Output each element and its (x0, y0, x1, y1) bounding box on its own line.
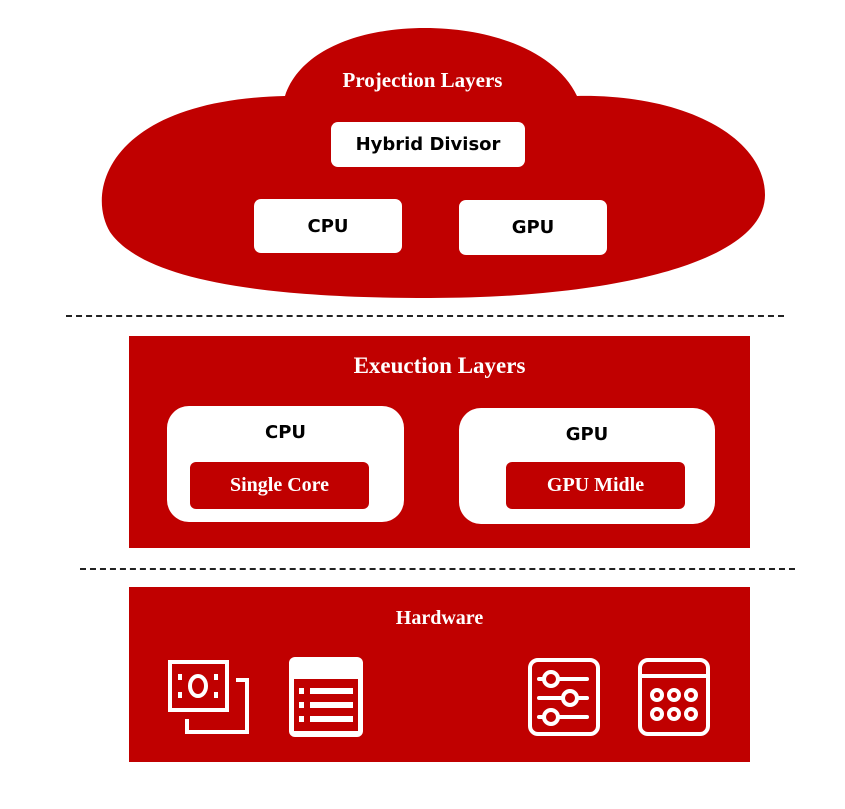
execution-layers-panel: Exeuction Layers CPU Single Core GPU GPU… (129, 336, 750, 548)
list-window-icon (289, 657, 363, 737)
execution-layers-title: Exeuction Layers (353, 353, 526, 378)
gpu-midle-chip: GPU Midle (506, 462, 685, 509)
sliders-icon (528, 658, 600, 736)
hybrid-divisor-box: Hybrid Divisor (331, 122, 525, 167)
execution-cpu-group: CPU Single Core (167, 406, 404, 522)
projection-layers-title: Projection Layers (342, 68, 503, 92)
projection-cpu-box: CPU (254, 199, 402, 253)
single-core-chip: Single Core (190, 462, 369, 509)
keypad-window-icon (638, 658, 710, 736)
execution-gpu-group: GPU GPU Midle (459, 408, 715, 524)
execution-gpu-label: GPU (565, 424, 609, 445)
execution-cpu-label: CPU (264, 422, 307, 443)
money-stack-icon (168, 660, 249, 734)
hardware-title: Hardware (395, 607, 484, 629)
hardware-panel: Hardware (129, 587, 750, 762)
projection-gpu-box: GPU (459, 200, 607, 255)
divider-line (66, 315, 784, 317)
divider-line (80, 568, 795, 570)
